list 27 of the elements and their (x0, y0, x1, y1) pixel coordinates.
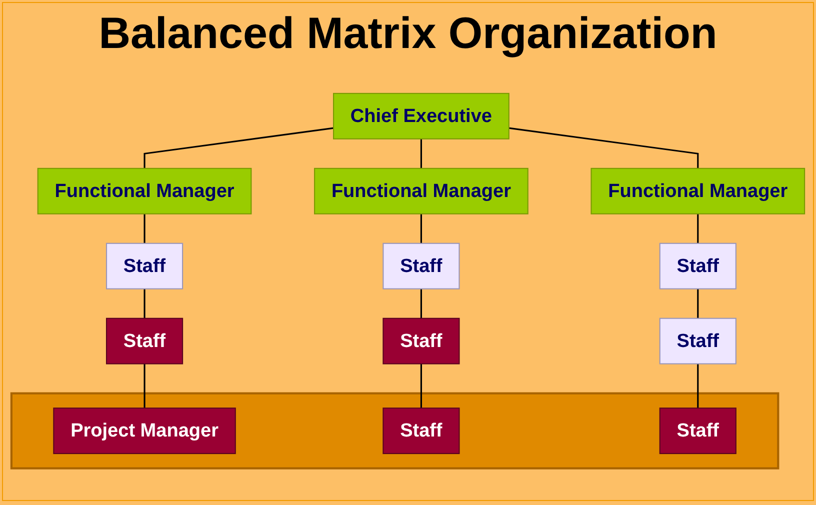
connector (144, 213, 146, 243)
node-box: Staff (382, 317, 460, 364)
node-box: Staff (659, 407, 736, 454)
node-box: Staff (659, 317, 736, 364)
node-box: Functional Manager (314, 168, 528, 214)
connector (420, 213, 422, 243)
connector (420, 138, 422, 168)
connector (697, 363, 699, 408)
diagram-title: Balanced Matrix Organization (98, 9, 718, 59)
node-box: Staff (382, 407, 460, 454)
node-box: Functional Manager (37, 168, 252, 214)
node-box: Staff (106, 242, 184, 289)
node-box: Staff (382, 242, 460, 289)
node-box: Functional Manager (590, 168, 806, 214)
connector (144, 288, 146, 318)
connector (420, 288, 422, 318)
connector (508, 126, 699, 168)
connector (144, 363, 146, 408)
connector (144, 126, 334, 168)
node-box: Staff (106, 317, 184, 364)
connector (697, 288, 699, 318)
connector (420, 363, 422, 408)
node-box: Chief Executive (333, 92, 510, 139)
node-box: Staff (659, 242, 736, 289)
cluster (10, 392, 780, 469)
node-box: Project Manager (53, 407, 236, 454)
connector (697, 213, 699, 243)
